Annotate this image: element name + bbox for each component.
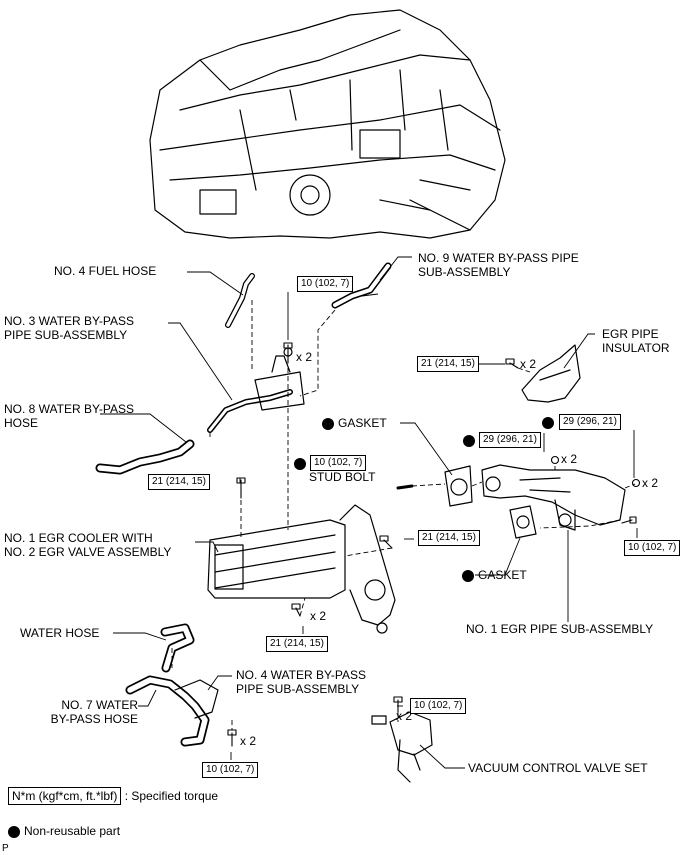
egr-pipe <box>481 464 626 531</box>
label-line: NO. 4 WATER BY-PASS <box>236 668 367 682</box>
label-line: EGR PIPE <box>602 327 659 341</box>
label-gasket-bottom: GASKET <box>462 568 527 582</box>
legend-nonreusable: Non-reusable part <box>8 824 120 838</box>
non-reusable-dot-icon <box>294 456 310 470</box>
quantity-label: x 2 <box>240 734 257 748</box>
egr-cooler-body <box>207 504 396 634</box>
label-line: NO. 1 EGR COOLER WITH <box>4 531 153 545</box>
alignment-lines <box>171 300 636 730</box>
torque-box: 21 (214, 15) <box>417 356 479 372</box>
label-line: HOSE <box>4 416 39 430</box>
corner-mark: P <box>2 843 9 854</box>
engine-block <box>149 9 506 239</box>
non-reusable-dot-icon <box>322 417 334 430</box>
non-reusable-dot-icon <box>462 569 474 582</box>
label-fuel-hose-4: NO. 4 FUEL HOSE <box>54 264 157 278</box>
label-bypass-pipe-3: NO. 3 WATER BY-PASS PIPE SUB-ASSEMBLY <box>4 314 134 342</box>
torque-box: 21 (214, 15) <box>418 530 480 546</box>
label-line: INSULATOR <box>602 341 670 355</box>
label-gasket-top: GASKET <box>322 416 387 430</box>
quantity-label: x 2 <box>561 452 578 466</box>
torque-box: 21 (214, 15) <box>148 474 210 490</box>
non-reusable-dot-icon <box>294 457 306 470</box>
non-reusable-dot-icon <box>542 415 558 429</box>
label-line: PIPE SUB-ASSEMBLY <box>4 328 128 342</box>
non-reusable-dot-icon <box>463 434 475 447</box>
label-text: GASKET <box>338 416 387 430</box>
label-line: NO. 8 WATER BY-PASS <box>4 402 135 416</box>
torque-box: 29 (296, 21) <box>559 414 621 430</box>
label-egr-cooler: NO. 1 EGR COOLER WITH NO. 2 EGR VALVE AS… <box>4 531 171 559</box>
non-reusable-dot-icon <box>463 433 479 447</box>
non-reusable-dot-icon <box>8 825 20 838</box>
quantity-label: x 2 <box>520 357 537 371</box>
label-bypass-pipe-9: NO. 9 WATER BY-PASS PIPE SUB-ASSEMBLY <box>418 251 579 279</box>
label-egr-pipe-1: NO. 1 EGR PIPE SUB-ASSEMBLY <box>466 622 654 636</box>
label-line: NO. 9 WATER BY-PASS PIPE <box>418 251 579 265</box>
torque-box: 29 (296, 21) <box>479 432 541 448</box>
torque-box: 10 (102, 7) <box>410 698 467 714</box>
non-reusable-dot-icon <box>542 416 554 429</box>
label-vacuum-valve: VACUUM CONTROL VALVE SET <box>468 761 648 775</box>
torque-box: 10 (102, 7) <box>310 455 367 471</box>
label-stud-bolt: STUD BOLT <box>309 470 376 484</box>
label-line: NO. 3 WATER BY-PASS <box>4 314 135 328</box>
label-line: NO. 2 EGR VALVE ASSEMBLY <box>4 545 172 559</box>
torque-box: 10 (102, 7) <box>297 276 354 292</box>
label-line: PIPE SUB-ASSEMBLY <box>236 682 360 696</box>
quantity-label: x 2 <box>296 350 313 364</box>
legend-torque-desc: : Specified torque <box>124 789 219 803</box>
legend-torque: N*m (kgf*cm, ft.*lbf) : Specified torque <box>8 787 219 805</box>
bolt-set <box>227 342 641 747</box>
label-water-hose: WATER HOSE <box>20 626 100 640</box>
legend-torque-unit: N*m (kgf*cm, ft.*lbf) <box>8 787 122 805</box>
label-line: BY-PASS HOSE <box>50 712 138 726</box>
quantity-label: x 2 <box>642 476 659 490</box>
label-bypass-hose-7: NO. 7 WATER BY-PASS HOSE <box>44 698 138 726</box>
label-egr-insulator: EGR PIPE INSULATOR <box>602 327 670 355</box>
torque-box: 10 (102, 7) <box>624 540 681 556</box>
label-text: GASKET <box>478 568 527 582</box>
quantity-label: x 2 <box>396 709 413 723</box>
label-bypass-pipe-4: NO. 4 WATER BY-PASS PIPE SUB-ASSEMBLY <box>236 668 366 696</box>
legend-nonreusable-text: Non-reusable part <box>24 824 121 838</box>
torque-box: 10 (102, 7) <box>202 762 259 778</box>
leader-lines <box>100 256 638 769</box>
label-line: NO. 7 WATER <box>61 698 138 712</box>
quantity-label: x 2 <box>310 609 327 623</box>
torque-box: 21 (214, 15) <box>266 636 328 652</box>
label-line: SUB-ASSEMBLY <box>418 265 511 279</box>
label-bypass-hose-8: NO. 8 WATER BY-PASS HOSE <box>4 402 134 430</box>
